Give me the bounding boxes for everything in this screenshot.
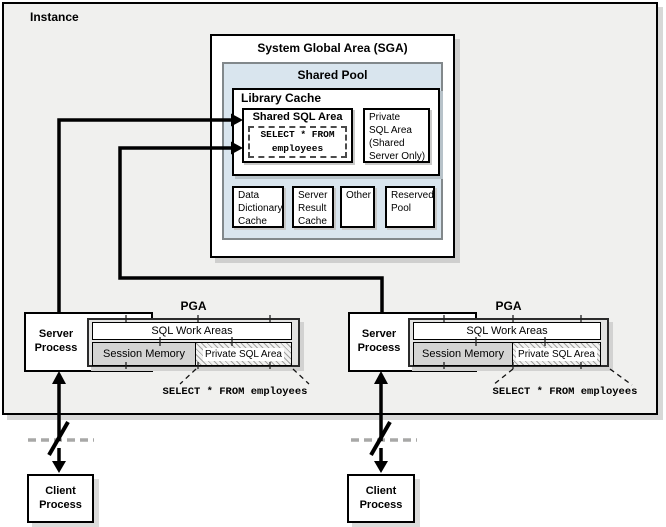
private-sql-area-label-left: Private SQL Area	[203, 347, 284, 361]
shared-sql-area-title: Shared SQL Area	[252, 111, 343, 123]
data-dictionary-cache-box: Data Dictionary Cache	[232, 186, 284, 228]
sql-work-areas-left: SQL Work Areas	[92, 322, 292, 340]
pga-title-left: PGA	[180, 299, 207, 313]
server-process-label-left: Server Process	[34, 328, 78, 354]
pga-title-right: PGA	[495, 299, 522, 313]
client-process-box-right: Client Process	[347, 474, 415, 523]
arrowhead-down-client-left	[52, 461, 66, 473]
pga-query-right: SELECT * FROM employees	[492, 386, 638, 398]
private-sql-area-cell-right: Private SQL Area	[512, 342, 601, 366]
library-cache-title: Library Cache	[241, 91, 322, 105]
private-sql-area-cell-left: Private SQL Area	[195, 342, 292, 366]
session-memory-right: Session Memory	[413, 342, 513, 366]
shared-sql-query-box: SELECT * FROM employees	[248, 126, 347, 158]
pga-query-left: SELECT * FROM employees	[162, 386, 308, 398]
other-box: Other	[340, 186, 375, 228]
sga-title: System Global Area (SGA)	[257, 41, 408, 55]
server-result-cache-box: Server Result Cache	[292, 186, 334, 228]
private-sql-area-shared-server-box: Private SQL Area (Shared Server Only)	[363, 108, 430, 163]
shared-pool-title: Shared Pool	[297, 68, 368, 82]
client-process-box-left: Client Process	[27, 474, 94, 523]
reserved-pool-box: Reserved Pool	[385, 186, 435, 228]
session-memory-left: Session Memory	[92, 342, 196, 366]
private-sql-area-label-right: Private SQL Area	[516, 347, 597, 361]
server-process-label-right: Server Process	[357, 328, 401, 354]
instance-label: Instance	[30, 10, 79, 24]
arrowhead-down-client-right	[374, 461, 388, 473]
sql-work-areas-right: SQL Work Areas	[413, 322, 601, 340]
